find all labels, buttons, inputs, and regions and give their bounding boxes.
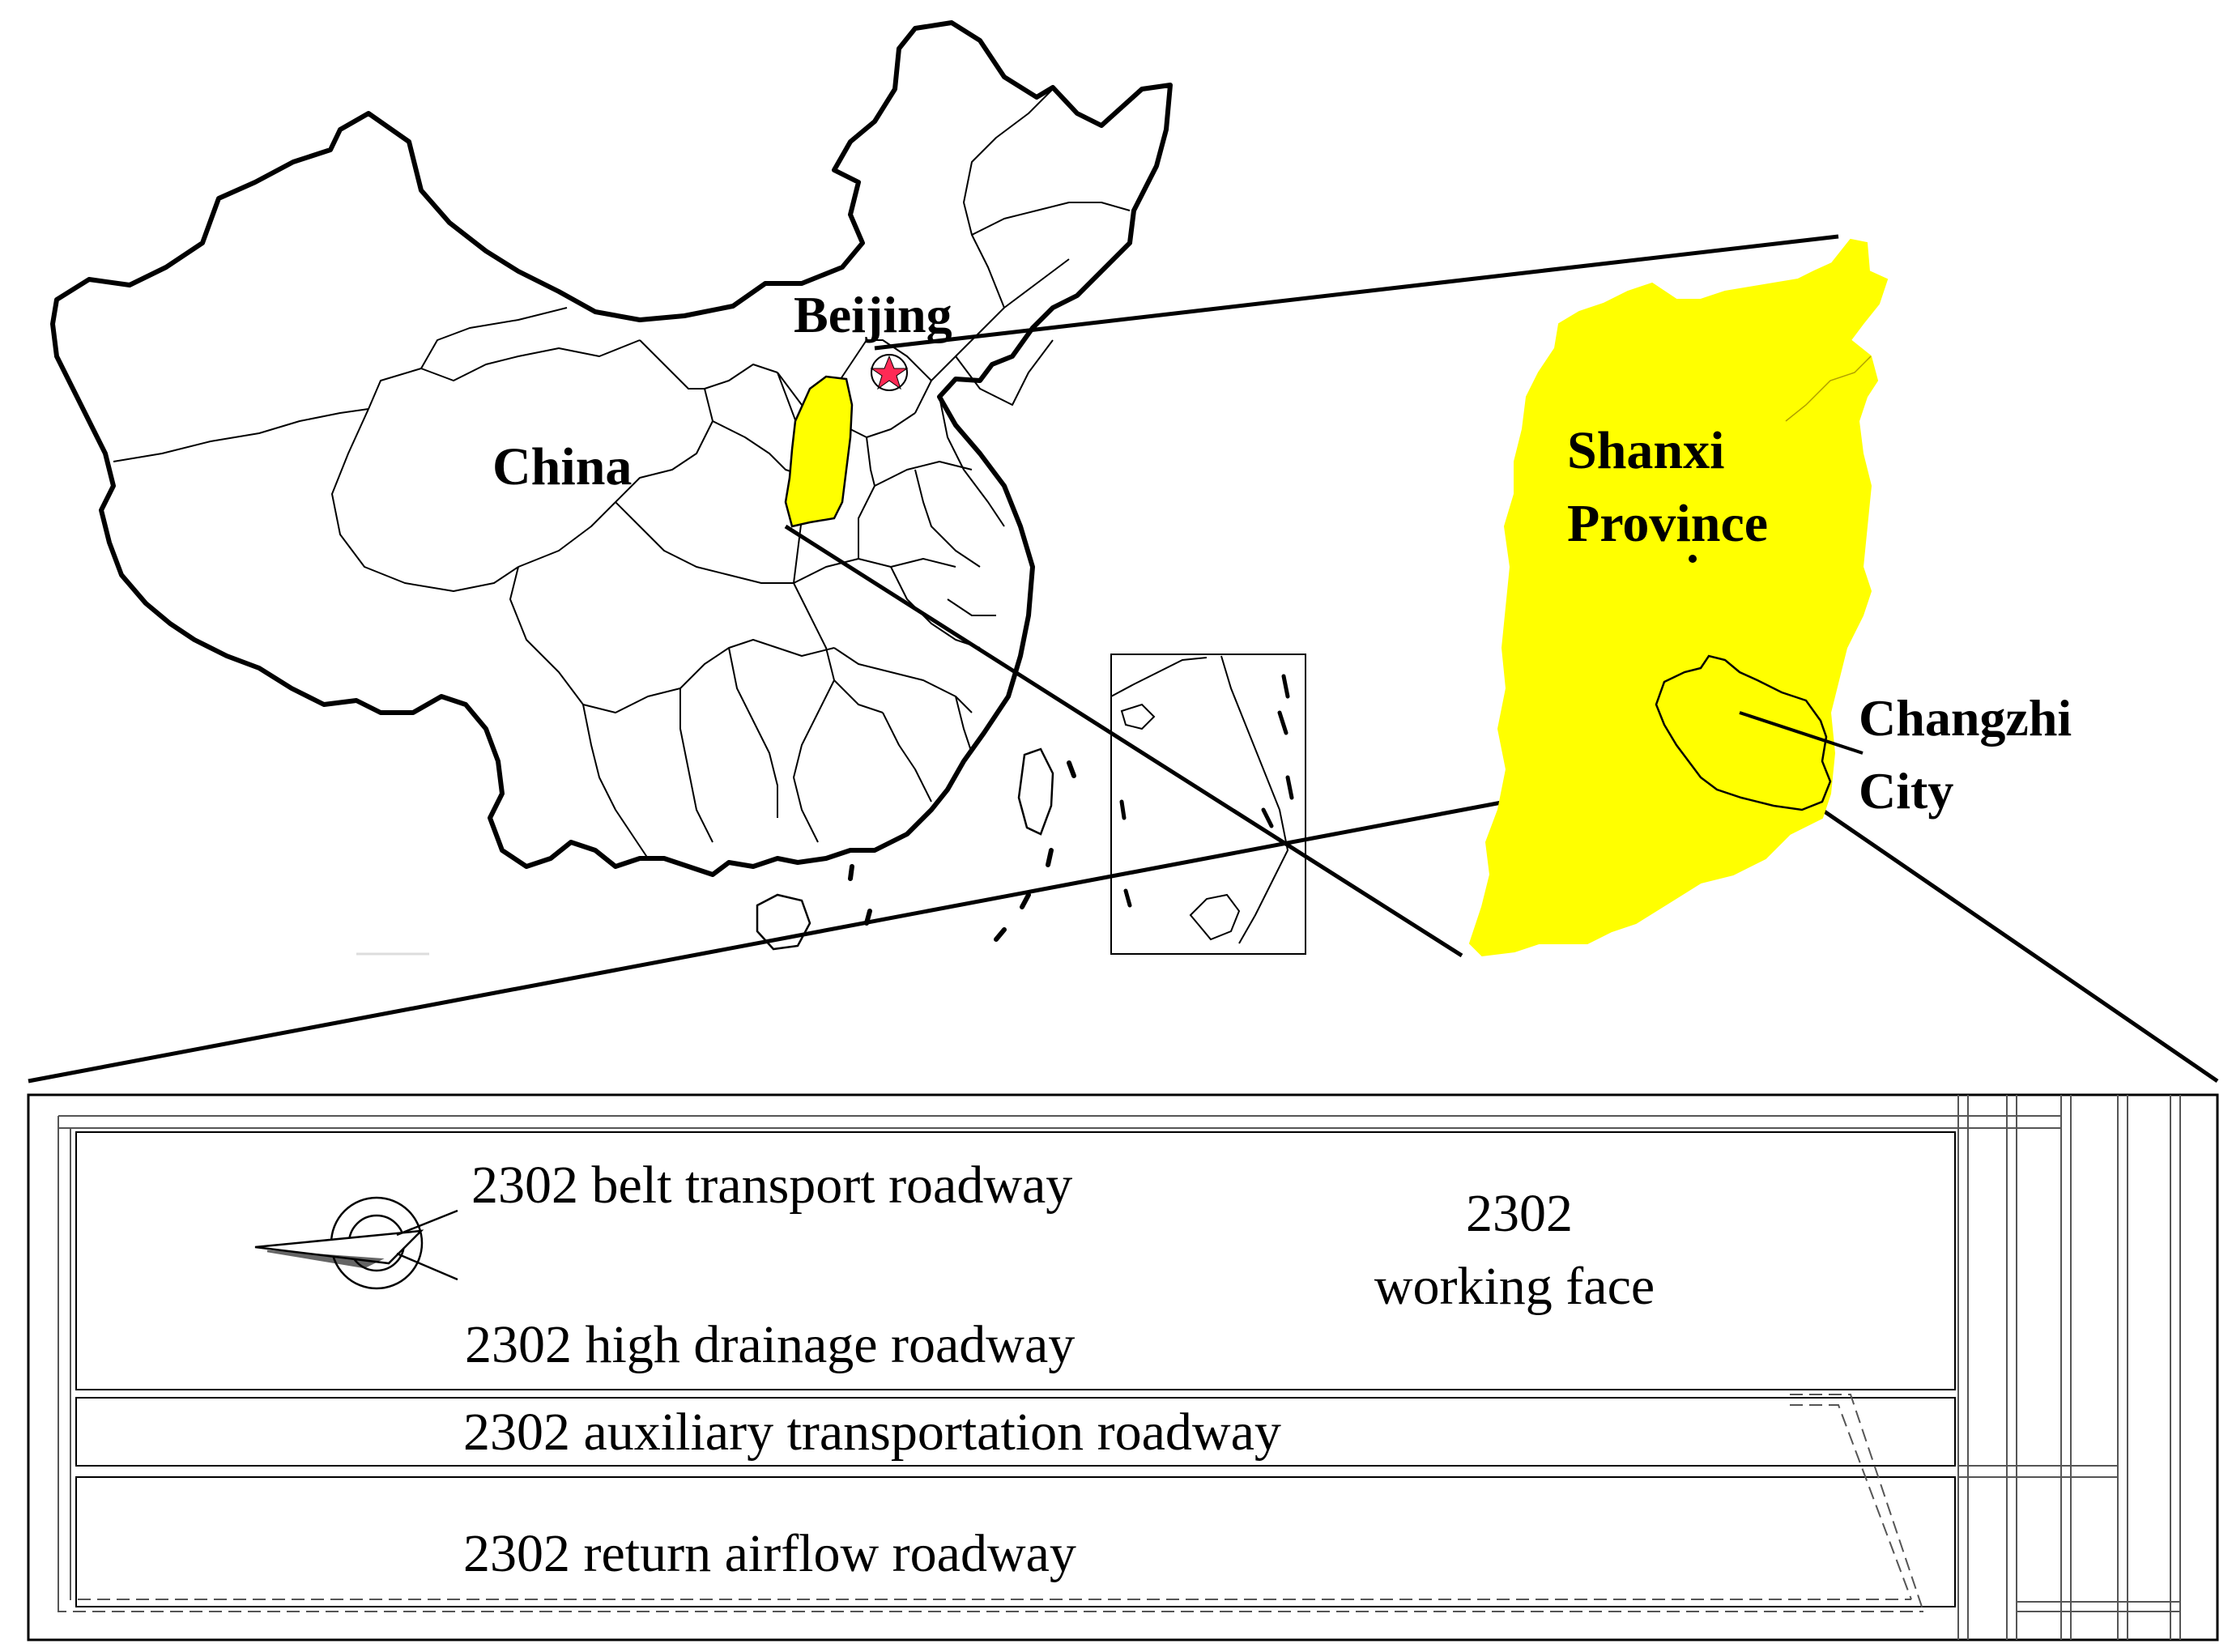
- shanxi-label-line2: Province: [1567, 494, 1768, 553]
- shanxi-label-line1: Shanxi: [1567, 421, 1724, 480]
- mine-plan: 2302 belt transport roadway 2302 high dr…: [27, 1093, 2219, 1641]
- china-label: China: [492, 437, 632, 496]
- china-outline: [50, 20, 1173, 877]
- working-face-label-line1: 2302: [1466, 1184, 1573, 1243]
- auxiliary-roadway-label: 2302 auxiliary transportation roadway: [463, 1403, 1281, 1462]
- high-drainage-roadway-label: 2302 high drainage roadway: [465, 1315, 1075, 1374]
- china-map: Beijing China: [50, 20, 1306, 956]
- working-face-label-line2: working face: [1374, 1257, 1655, 1316]
- zoom-lines: [28, 234, 2219, 1084]
- star-icon: [870, 355, 909, 390]
- province-boundaries: [113, 88, 1131, 859]
- beijing-ring: [871, 354, 908, 391]
- changzhi-leader: [1739, 711, 1864, 755]
- changzhi-label-line1: Changzhi: [1859, 689, 2072, 747]
- beijing-label: Beijing: [794, 286, 952, 343]
- shanxi-province-map: Shanxi Province Changzhi City: [1468, 238, 2072, 957]
- mine-plan-frame: [27, 1093, 2219, 1641]
- shanxi-on-china-map: [784, 375, 854, 528]
- taiwan-island: [1017, 747, 1054, 836]
- north-arrow-icon: [254, 1196, 458, 1290]
- changzhi-label-line2: City: [1859, 762, 1953, 820]
- shanxi-outline: [1468, 238, 1889, 957]
- return-airflow-roadway-label: 2302 return airflow roadway: [463, 1524, 1076, 1583]
- belt-roadway-label: 2302 belt transport roadway: [471, 1156, 1072, 1215]
- taiyuan-dot: [1689, 555, 1697, 563]
- shanxi-internal-border: [1785, 356, 1872, 422]
- south-china-sea-inset: [1110, 654, 1306, 955]
- changzhi-outline: [1655, 654, 1832, 811]
